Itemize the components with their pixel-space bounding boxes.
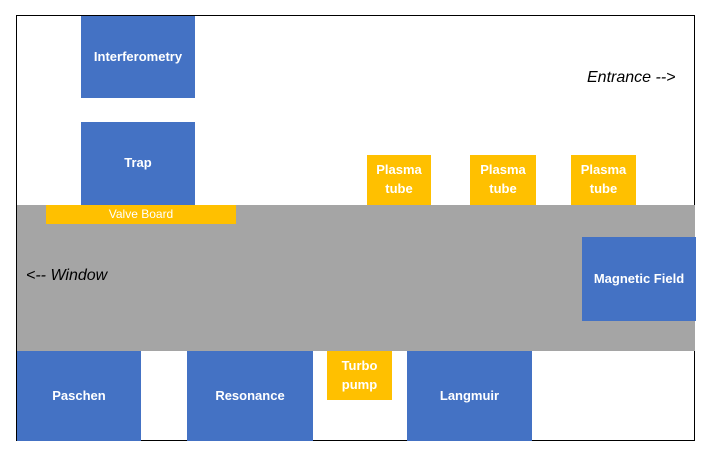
trap-block: Trap [81, 122, 195, 205]
valve-board-label: Valve Board [108, 206, 174, 221]
turbo-pump-label: Turbo pump [341, 357, 378, 392]
plasma-tube-2-label: Plasma tube [480, 162, 526, 196]
plasma-tube-3-label: Plasma tube [580, 162, 627, 196]
valve-board-block: Valve Board [46, 205, 236, 224]
window-label: <-- Window [26, 267, 108, 284]
interferometry-label: Interferometry [93, 48, 183, 64]
paschen-block: Paschen [17, 351, 141, 441]
resonance-block: Resonance [187, 351, 313, 441]
plasma-tube-3: Plasma tube [571, 155, 636, 205]
turbo-pump-block: Turbo pump [327, 351, 392, 400]
paschen-label: Paschen [52, 387, 106, 403]
interferometry-block: Interferometry [81, 16, 195, 98]
langmuir-block: Langmuir [407, 351, 532, 441]
entrance-label: Entrance --> [587, 69, 676, 86]
magnetic-field-block: Magnetic Field [582, 237, 696, 321]
langmuir-label: Langmuir [439, 387, 500, 403]
trap-label: Trap [124, 155, 152, 171]
resonance-label: Resonance [215, 387, 285, 403]
plasma-tube-1: Plasma tube [367, 155, 431, 205]
plasma-tube-2: Plasma tube [470, 155, 536, 205]
magnetic-field-label: Magnetic Field [593, 270, 685, 286]
plasma-tube-1-label: Plasma tube [376, 162, 422, 196]
